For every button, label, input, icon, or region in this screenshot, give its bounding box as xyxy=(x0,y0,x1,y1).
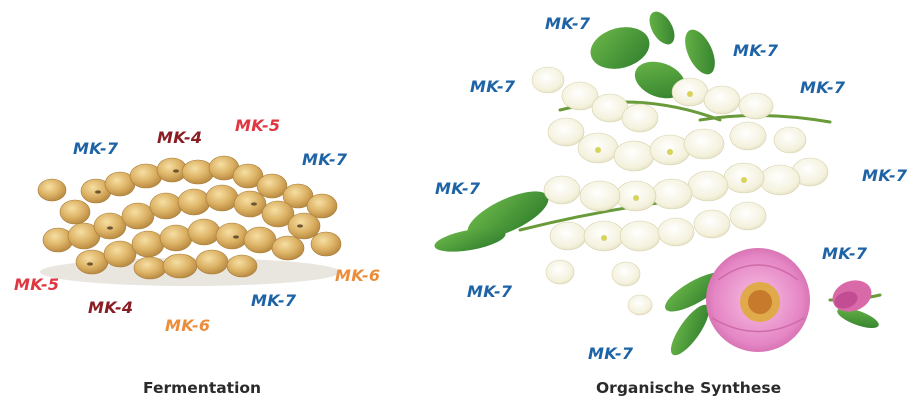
right-label-mk7-far-right: MK-7 xyxy=(862,166,908,185)
left-label-mk7-bottom: MK-7 xyxy=(251,291,297,310)
left-label-mk5-bottom-left: MK-5 xyxy=(14,275,60,294)
left-caption: Fermentation xyxy=(143,379,262,397)
right-label-mk7-mid-left: MK-7 xyxy=(435,179,481,198)
left-label-mk7-top-left: MK-7 xyxy=(73,139,119,158)
right-label-mk7-top: MK-7 xyxy=(545,14,591,33)
left-label-mk4-top: MK-4 xyxy=(157,128,203,147)
right-label-mk7-upper-left: MK-7 xyxy=(470,77,516,96)
right-label-mk7-upper-mid: MK-7 xyxy=(733,41,779,60)
right-label-mk7-upper-right: MK-7 xyxy=(800,78,846,97)
right-caption: Organische Synthese xyxy=(596,379,782,397)
flower-bouquet-image xyxy=(434,11,882,356)
left-label-mk6-bottom: MK-6 xyxy=(165,316,211,335)
soybean-pile-image xyxy=(37,155,342,286)
left-label-mk7-top-right: MK-7 xyxy=(302,150,348,169)
left-label-mk4-bottom: MK-4 xyxy=(88,298,134,317)
right-label-mk7-lower-left: MK-7 xyxy=(467,282,513,301)
left-label-mk6-right: MK-6 xyxy=(335,266,381,285)
left-label-mk5-top: MK-5 xyxy=(235,116,281,135)
right-label-mk7-right: MK-7 xyxy=(822,244,868,263)
right-label-mk7-bottom: MK-7 xyxy=(588,344,634,363)
